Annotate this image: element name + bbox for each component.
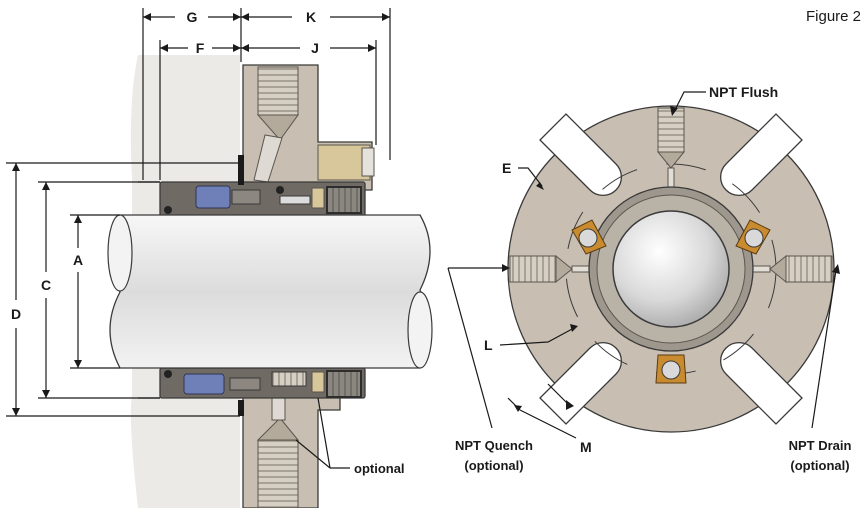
- dim-label-d: D: [11, 306, 21, 322]
- front-view-leaders: [447, 91, 840, 439]
- bolt-slot-lower-right: [719, 341, 803, 425]
- flush-port-thread: [257, 66, 299, 116]
- flush-port-front: [657, 107, 685, 153]
- callout-optional: optional: [354, 461, 405, 476]
- callout-npt-drain-optional: (optional): [790, 458, 849, 473]
- dim-label-a: A: [73, 252, 83, 268]
- dim-label-m: M: [580, 439, 592, 455]
- front-view-labels: Figure 2 NPT Flush E L M NPT Quench (opt…: [455, 8, 861, 473]
- shaft: [109, 214, 431, 369]
- dimension-lines: [6, 8, 391, 469]
- set-screw-lugs: [571, 219, 771, 384]
- bolt-slot-upper-right: [719, 113, 803, 197]
- drain-port-thread: [257, 439, 299, 508]
- bolt-slot-upper-left: [539, 113, 623, 197]
- dim-label-k: K: [306, 9, 316, 25]
- callout-npt-drain: NPT Drain: [789, 438, 852, 453]
- dim-label-l: L: [484, 337, 493, 353]
- section-view: [107, 55, 433, 508]
- callout-npt-quench: NPT Quench: [455, 438, 533, 453]
- bolt-slot-lower-left: [539, 341, 623, 425]
- figure-label: Figure 2: [806, 8, 861, 25]
- dim-label-e: E: [502, 160, 511, 176]
- front-view: [507, 105, 835, 433]
- dim-label-c: C: [41, 277, 51, 293]
- quench-port-front: [509, 255, 557, 283]
- dim-label-g: G: [187, 9, 198, 25]
- dim-label-f: F: [196, 40, 205, 56]
- dim-label-j: J: [311, 40, 319, 56]
- drive-collar-upper: [317, 144, 371, 181]
- callout-npt-quench-optional: (optional): [464, 458, 523, 473]
- callout-npt-flush: NPT Flush: [709, 84, 778, 100]
- drain-port-front: [785, 255, 833, 283]
- dimension-labels: G K F J D C A optional: [11, 9, 405, 476]
- shaft-face: [612, 210, 730, 328]
